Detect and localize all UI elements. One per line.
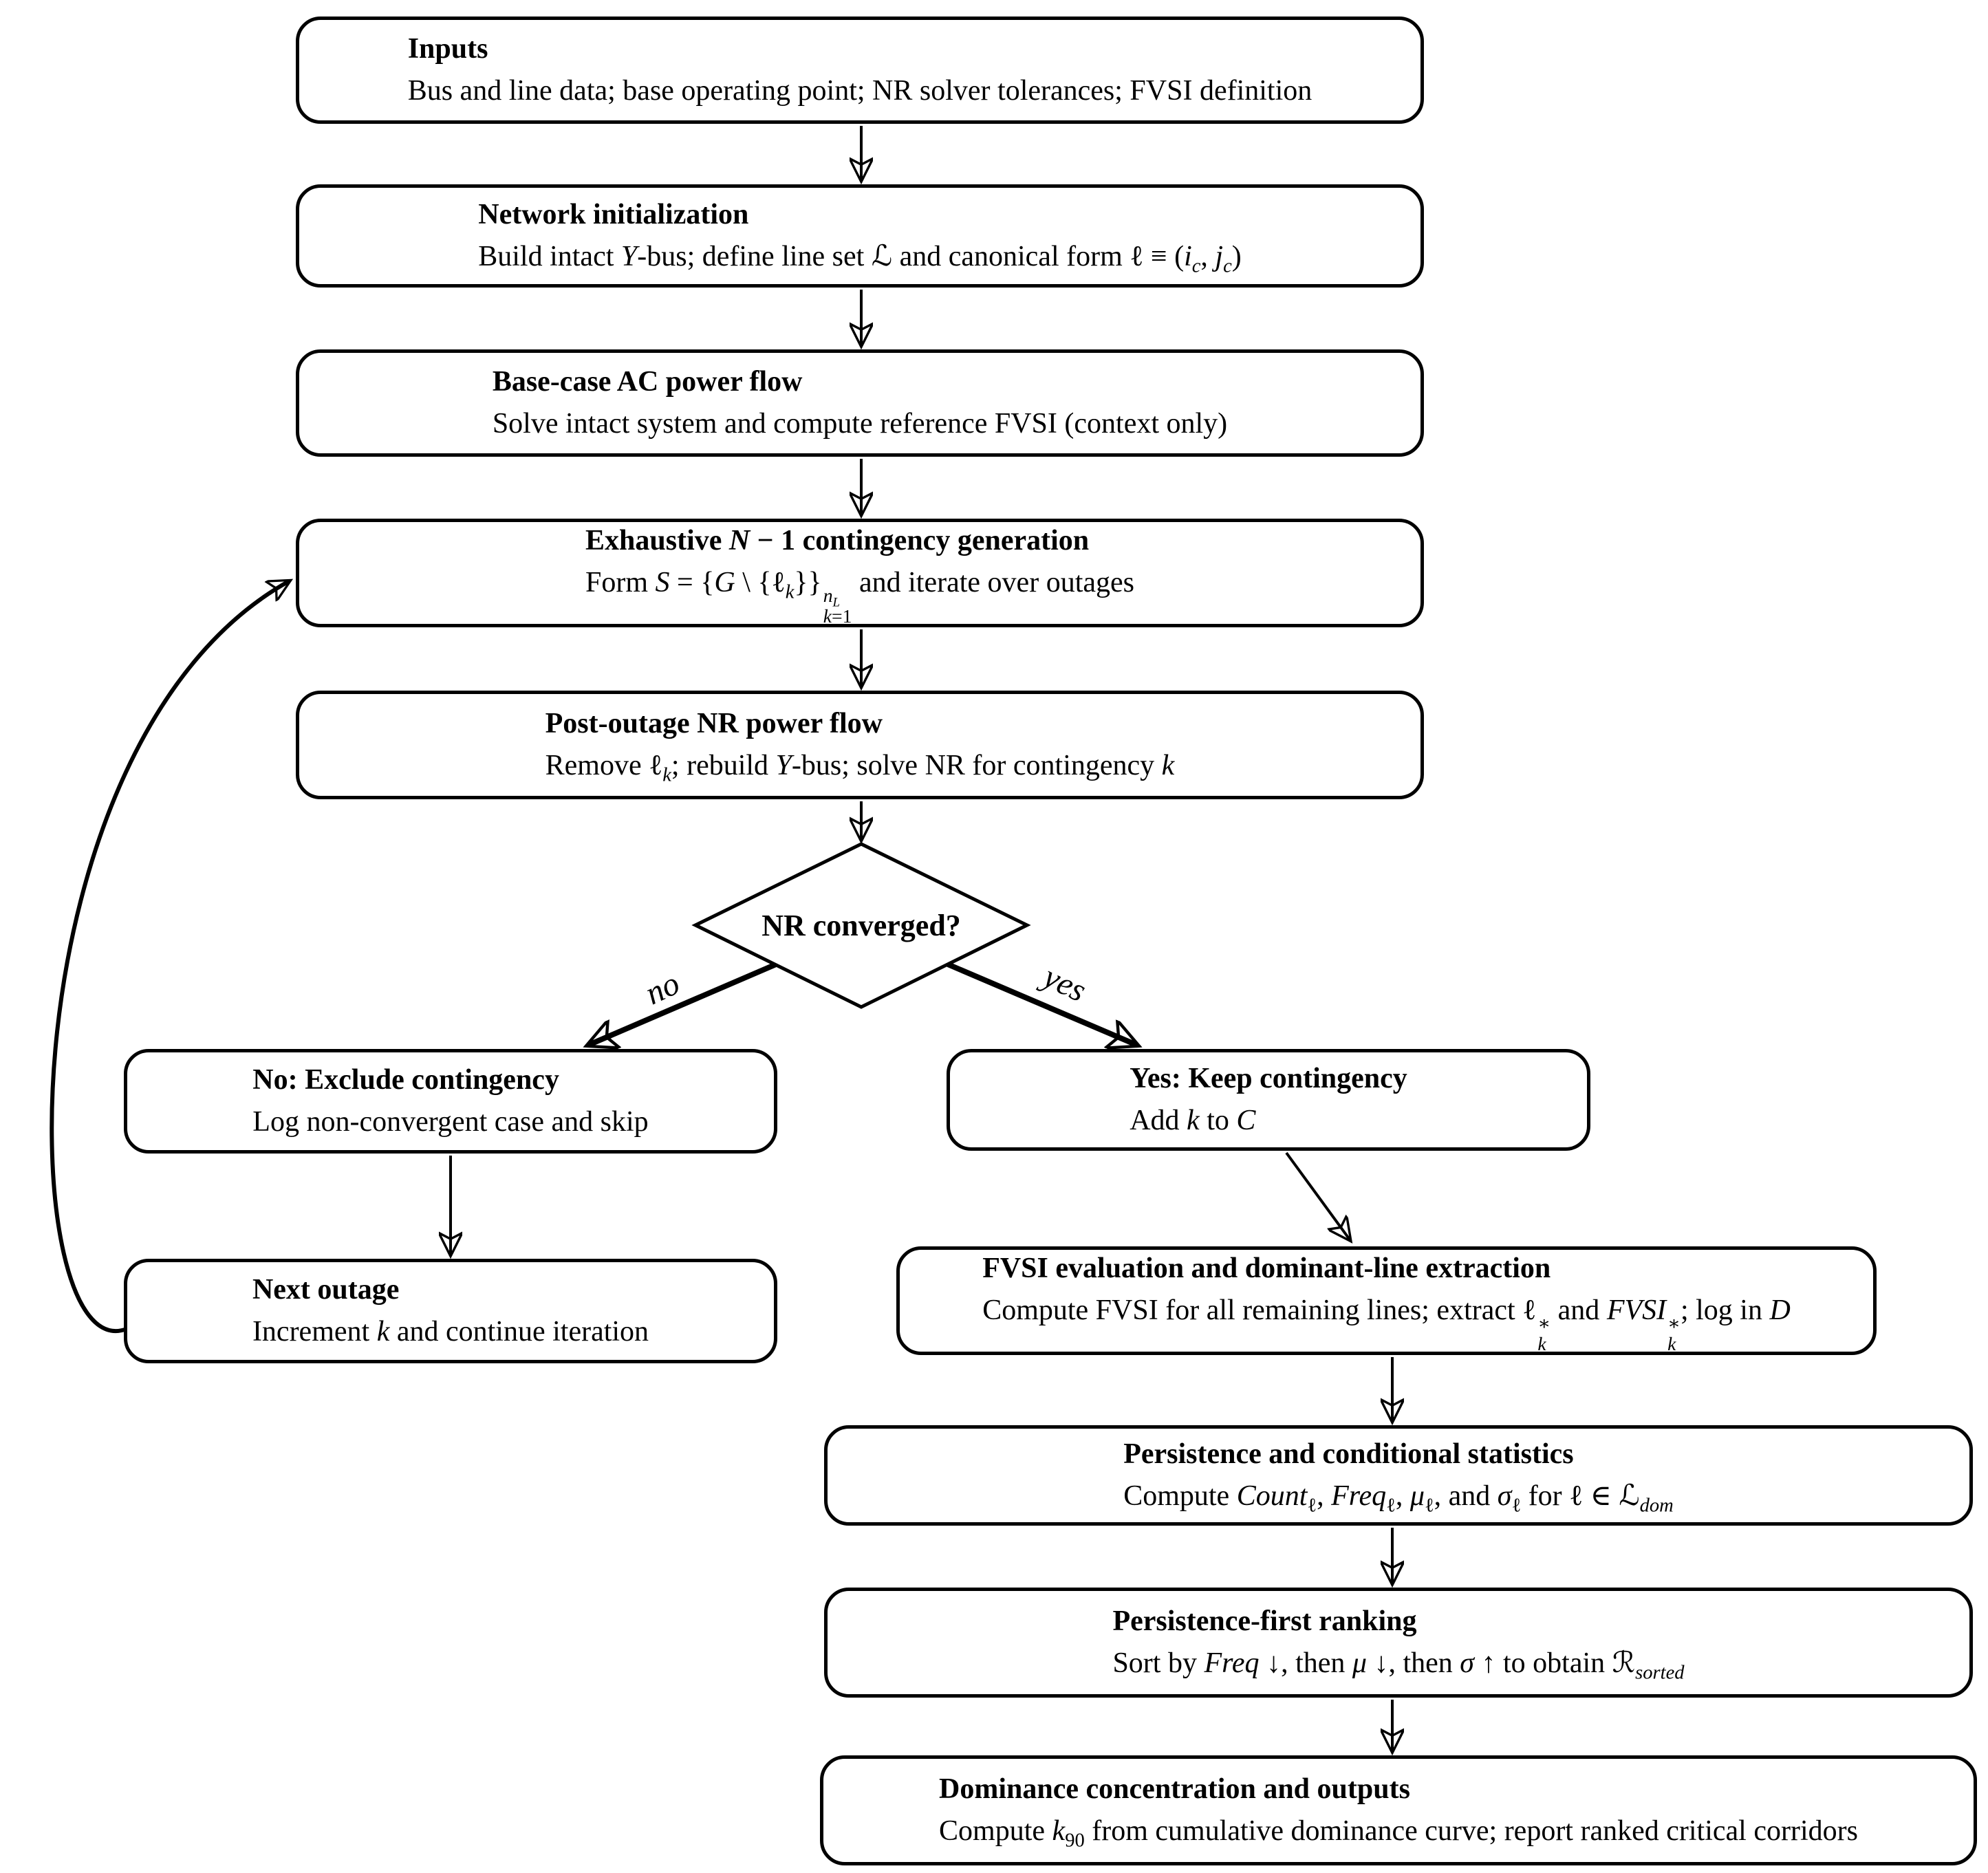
node-exclude-contingency: No: Exclude contingency Log non-converge… — [124, 1049, 777, 1154]
node-stats-body: Compute Countℓ, Freqℓ, μℓ, and σℓ for ℓ … — [1123, 1480, 1674, 1517]
node-base-case: Base-case AC power flow Solve intact sys… — [296, 349, 1424, 457]
node-fvsi-eval-title: FVSI evaluation and dominant-line extrac… — [982, 1253, 1551, 1285]
edge-next-outage-to-contingency-loop — [50, 581, 289, 1333]
node-keep-contingency: Yes: Keep contingency Add k to C — [947, 1049, 1590, 1151]
edge-decision-no — [589, 962, 777, 1045]
edge-keep-to-fvsi-eval — [1285, 1151, 1350, 1239]
node-inputs: Inputs Bus and line data; base operating… — [296, 17, 1424, 124]
node-base-case-body: Solve intact system and compute referenc… — [492, 408, 1228, 440]
node-stats-title: Persistence and conditional statistics — [1123, 1438, 1574, 1471]
node-next-outage: Next outage Increment k and continue ite… — [124, 1259, 777, 1363]
node-ranking-title: Persistence-first ranking — [1112, 1605, 1417, 1638]
node-fvsi-eval: FVSI evaluation and dominant-line extrac… — [896, 1246, 1877, 1355]
node-exclude-title: No: Exclude contingency — [252, 1064, 559, 1096]
node-network-init-body: Build intact Y-bus; define line set ℒ an… — [478, 241, 1242, 277]
node-inputs-title: Inputs — [407, 33, 488, 65]
node-post-outage: Post-outage NR power flow Remove ℓk; reb… — [296, 691, 1424, 799]
node-outputs-title: Dominance concentration and outputs — [939, 1773, 1410, 1806]
node-stats: Persistence and conditional statistics C… — [824, 1425, 1973, 1526]
node-outputs: Dominance concentration and outputs Comp… — [820, 1755, 1977, 1865]
node-keep-body: Add k to C — [1130, 1105, 1256, 1136]
node-outputs-body: Compute k90 from cumulative dominance cu… — [939, 1815, 1858, 1852]
node-next-outage-body: Increment k and continue iteration — [252, 1316, 649, 1347]
decision-label: NR converged? — [761, 909, 961, 942]
node-contingency-gen-title: Exhaustive N − 1 contingency generation — [585, 525, 1090, 557]
decision-diamond — [691, 842, 1031, 1009]
node-ranking: Persistence-first ranking Sort by Freq ↓… — [824, 1588, 1973, 1698]
node-exclude-body: Log non-convergent case and skip — [252, 1106, 649, 1138]
node-network-init-title: Network initialization — [478, 199, 749, 231]
node-ranking-body: Sort by Freq ↓, then μ ↓, then σ ↑ to ob… — [1112, 1647, 1685, 1684]
node-keep-title: Yes: Keep contingency — [1130, 1063, 1407, 1095]
node-post-outage-body: Remove ℓk; rebuild Y-bus; solve NR for c… — [545, 750, 1175, 786]
node-post-outage-title: Post-outage NR power flow — [545, 708, 883, 740]
node-inputs-body: Bus and line data; base operating point;… — [407, 75, 1312, 107]
node-fvsi-eval-body: Compute FVSI for all remaining lines; ex… — [982, 1295, 1791, 1354]
edge-decision-yes — [947, 962, 1136, 1045]
node-network-init: Network initialization Build intact Y-bu… — [296, 184, 1424, 288]
node-contingency-gen: Exhaustive N − 1 contingency generation … — [296, 519, 1424, 627]
node-base-case-title: Base-case AC power flow — [492, 366, 803, 398]
node-next-outage-title: Next outage — [252, 1274, 400, 1306]
